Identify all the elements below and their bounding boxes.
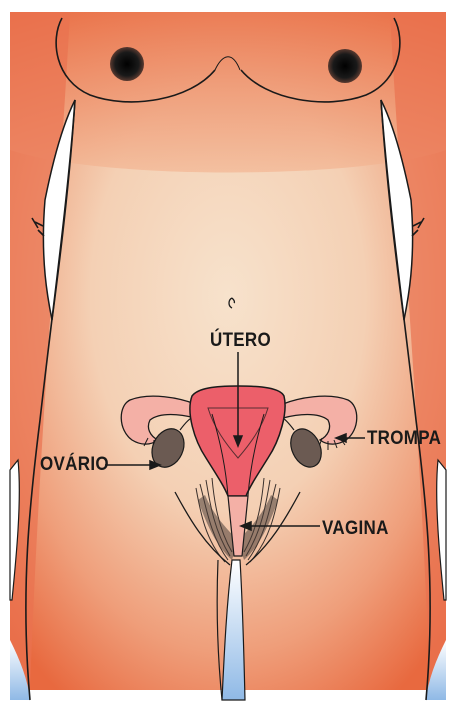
- label-vagina: VAGINA: [322, 517, 389, 540]
- label-utero: ÚTERO: [210, 329, 271, 352]
- label-trompa: TROMPA: [367, 427, 441, 450]
- label-ovario: OVÁRIO: [40, 453, 109, 476]
